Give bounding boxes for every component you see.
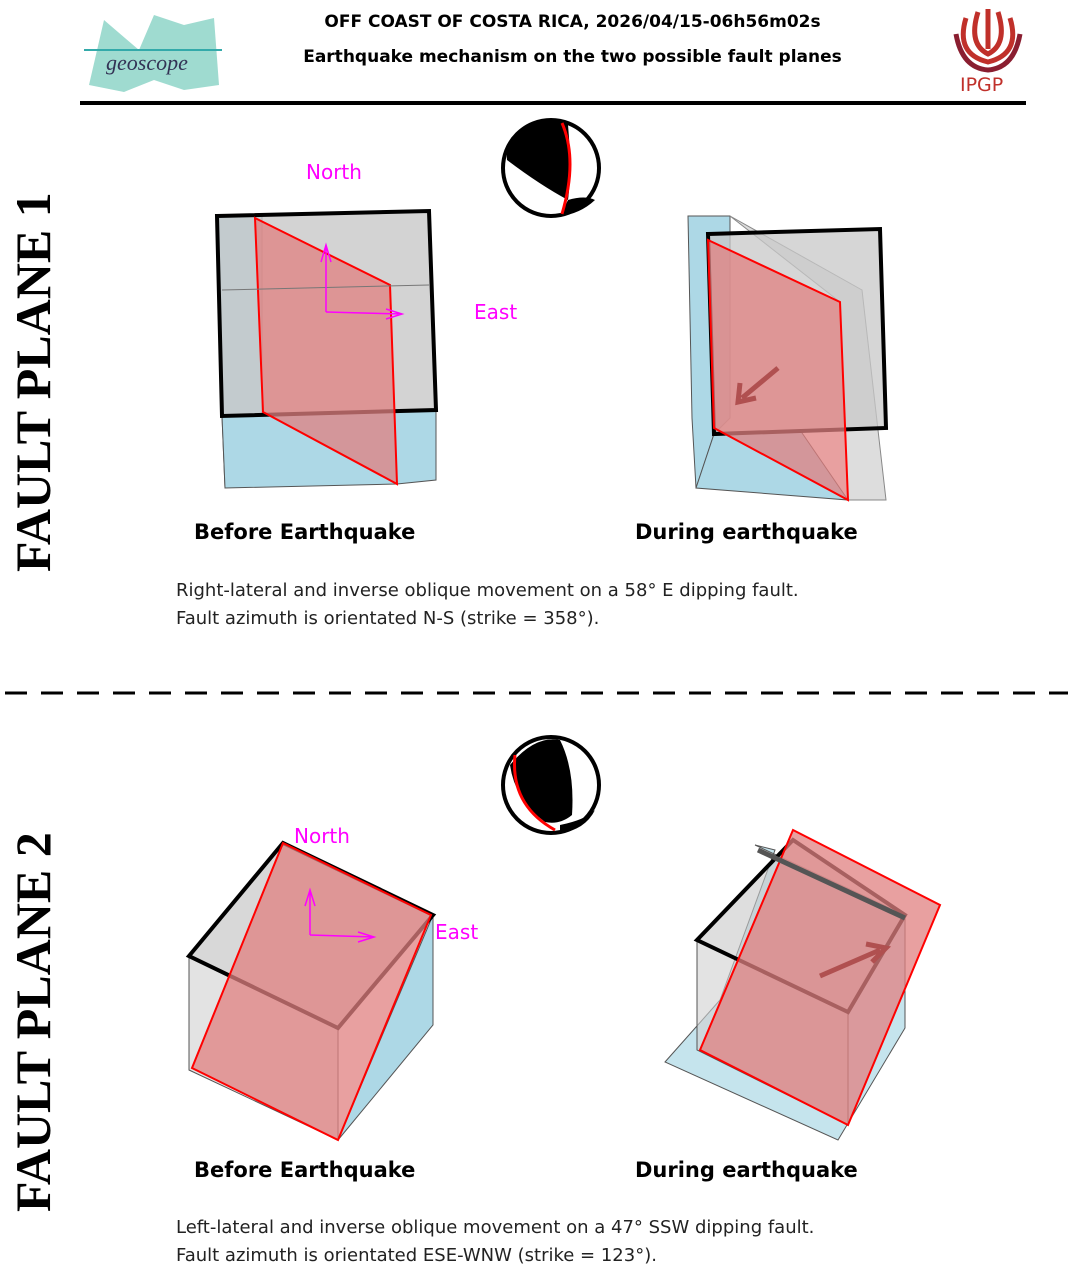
fp1-east-label: East (474, 300, 518, 324)
fp1-north-label: North (306, 160, 362, 184)
fp2-east-label: East (435, 920, 479, 944)
ipgp-logo-graphic (953, 9, 1023, 73)
geoscope-logo: geoscope (84, 10, 222, 94)
fp1-description-line-2: Fault azimuth is orientated N-S (strike … (176, 608, 600, 629)
fp1-during-caption: During earthquake (635, 520, 858, 544)
direction-arrows (304, 887, 377, 943)
page-subtitle: Earthquake mechanism on the two possible… (303, 47, 842, 67)
header-divider (80, 101, 1026, 105)
fp2-description-line-2: Fault azimuth is orientated ESE-WNW (str… (176, 1245, 657, 1266)
fp2-during-caption: During earthquake (635, 1158, 858, 1182)
fp1-description-line-1: Right-lateral and inverse oblique moveme… (176, 580, 799, 601)
fp2-before-caption: Before Earthquake (194, 1158, 416, 1182)
direction-arrows (320, 242, 405, 320)
fp2-during-diagram (664, 828, 942, 1141)
ipgp-logo-text: IPGP (960, 74, 1004, 96)
beachball-2 (501, 735, 601, 835)
fp1-before-diagram (214, 208, 439, 489)
fp2-description-line-1: Left-lateral and inverse oblique movemen… (176, 1217, 815, 1238)
fp2-before-diagram (185, 840, 437, 1142)
page-title: OFF COAST OF COSTA RICA, 2026/04/15-06h5… (324, 12, 821, 32)
fp1-during-diagram (687, 215, 889, 502)
geoscope-logo-graphic (84, 15, 222, 92)
beachball-1 (501, 118, 601, 218)
fp1-before-caption: Before Earthquake (194, 520, 416, 544)
fp2-north-label: North (294, 824, 350, 848)
ipgp-logo: IPGP (950, 4, 1026, 96)
geoscope-logo-text: geoscope (106, 50, 188, 75)
